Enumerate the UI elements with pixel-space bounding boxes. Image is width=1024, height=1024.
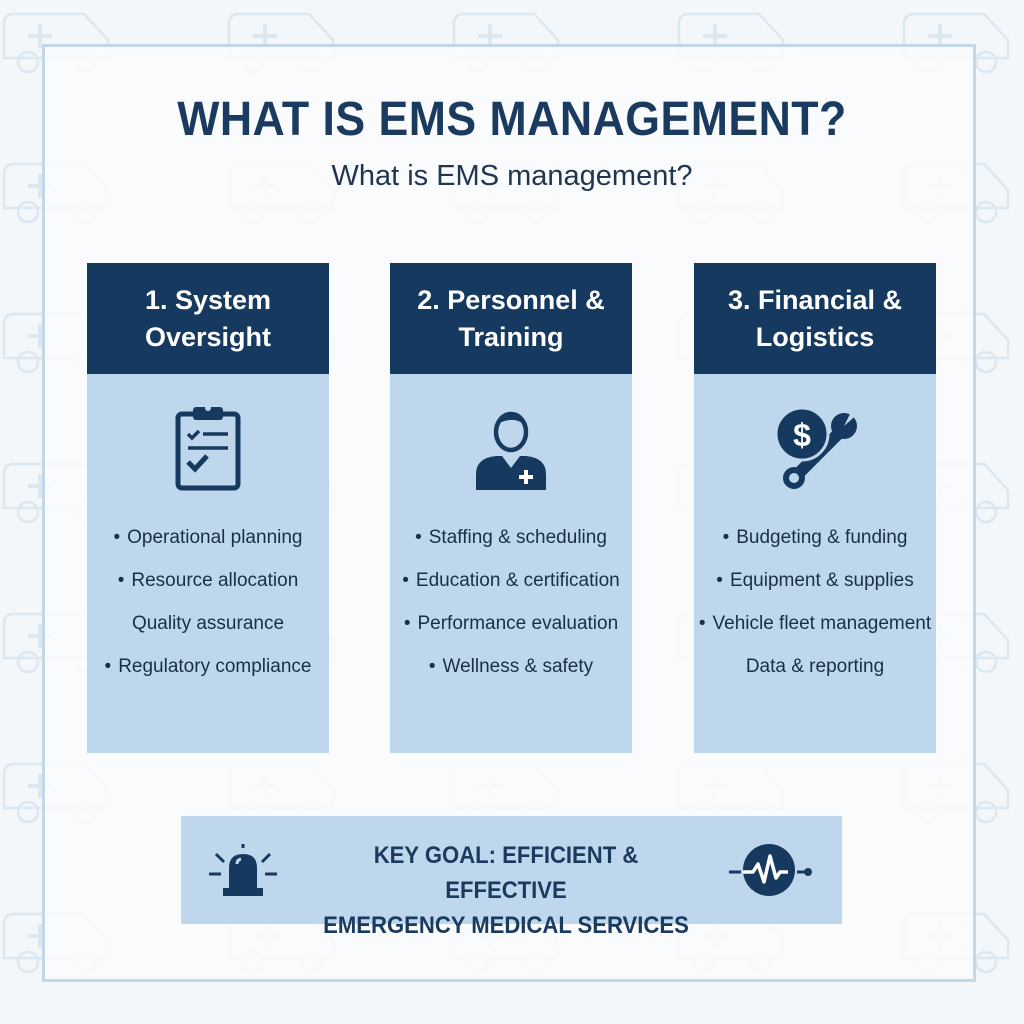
card-title: 1. System Oversight: [144, 285, 272, 352]
list-item: Operational planning: [87, 516, 329, 559]
list-item: Equipment & supplies: [694, 559, 936, 602]
card-financial-logistics: 3. Financial & Logistics $ Budgeting & f…: [694, 263, 936, 753]
page-title: WHAT IS EMS MANAGEMENT?: [177, 93, 847, 146]
list-item: Budgeting & funding: [694, 516, 936, 559]
svg-text:$: $: [793, 417, 811, 453]
card-header: 1. System Oversight: [87, 263, 329, 374]
siren-light-icon: [209, 844, 277, 896]
key-goal-banner: KEY GOAL: EFFICIENT & EFFECTIVE EMERGENC…: [181, 816, 842, 939]
page-subtitle: What is EMS management?: [331, 160, 693, 192]
card-header: 3. Financial & Logistics: [694, 263, 936, 374]
card-item-list: Staffing & scheduling Education & certif…: [390, 516, 632, 688]
list-item: Performance evaluation: [390, 602, 632, 645]
card-personnel-training: 2. Personnel & Training Staffing & sched…: [390, 263, 632, 753]
list-item: Data & reporting: [745, 656, 885, 677]
list-item: Wellness & safety: [390, 645, 632, 688]
list-item: Regulatory compliance: [87, 645, 329, 688]
card-item-list: Operational planning Resource allocation…: [87, 516, 329, 688]
medic-person-icon: [476, 411, 546, 490]
card-header: 2. Personnel & Training: [390, 263, 632, 374]
card-title: 3. Financial & Logistics: [727, 285, 903, 352]
list-item: Resource allocation: [87, 559, 329, 602]
card-item-list: Budgeting & funding Equipment & supplies…: [694, 516, 936, 688]
card-title: 2. Personnel & Training: [417, 285, 605, 352]
list-item: Education & certification: [390, 559, 632, 602]
list-item: Staffing & scheduling: [390, 516, 632, 559]
heartbeat-monitor-icon: [729, 844, 812, 896]
list-item: Vehicle fleet management: [694, 602, 936, 645]
key-goal-text: KEY GOAL: EFFICIENT & EFFECTIVE EMERGENC…: [317, 838, 694, 943]
key-goal-line-1: KEY GOAL: EFFICIENT & EFFECTIVE: [373, 842, 639, 904]
dollar-wrench-icon: $: [774, 406, 860, 489]
list-item: Quality assurance: [131, 613, 285, 634]
clipboard-checklist-icon: [175, 405, 241, 491]
key-goal-line-2: EMERGENCY MEDICAL SERVICES: [323, 912, 689, 939]
card-system-oversight: 1. System Oversight Operational planning…: [87, 263, 329, 753]
